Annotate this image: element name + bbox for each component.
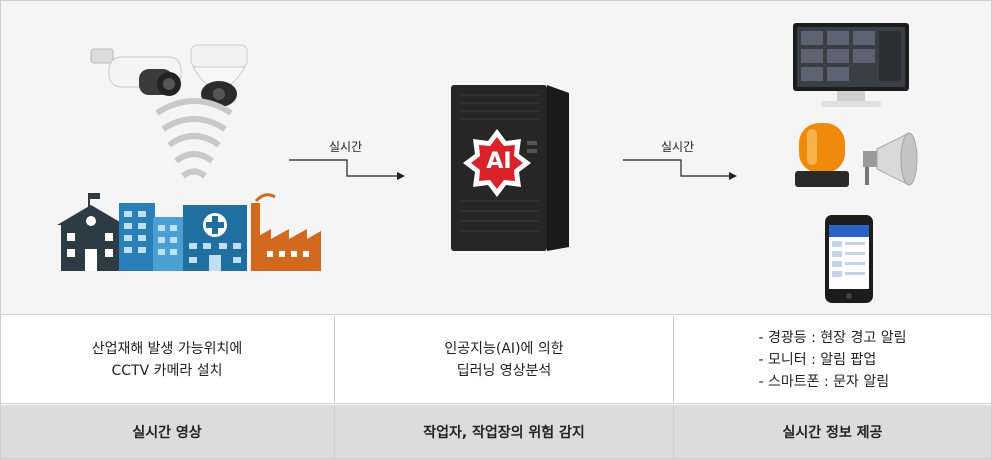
description-cell-ai: 인공지능(AI)에 의한 딥러닝 영상분석 (334, 316, 673, 403)
alert-bullet-item: - 모니터 : 알림 팝업 (758, 351, 877, 368)
illustration-panel: 실시간 AI 실시간 (1, 1, 991, 315)
ai-server-icon (451, 85, 569, 251)
column-title: 실시간 정보 제공 (782, 424, 883, 441)
description-line: 인공지능(AI)에 의한 (444, 340, 564, 357)
loudspeaker-icon (863, 132, 918, 186)
smartphone-icon (825, 215, 873, 303)
description-row: 산업재해 발생 가능위치에 CCTV 카메라 설치 인공지능(AI)에 의한 딥… (1, 316, 991, 404)
arrow-right-icon (623, 159, 737, 180)
title-cell-cctv: 실시간 영상 (1, 405, 333, 458)
wifi-signal-icon (155, 98, 233, 179)
ai-badge-label: AI (486, 149, 512, 174)
school-building-icon (57, 193, 321, 271)
warning-beacon-icon (795, 123, 849, 187)
title-row: 실시간 영상 작업자, 작업장의 위험 감지 실시간 정보 제공 (1, 405, 991, 458)
title-cell-alerts: 실시간 정보 제공 (673, 405, 991, 458)
arrow-right-icon (289, 159, 405, 180)
title-cell-ai: 작업자, 작업장의 위험 감지 (334, 405, 673, 458)
cctv-camera-icon (90, 44, 248, 107)
monitor-icon (793, 23, 909, 107)
alert-bullet-item: - 스마트폰 : 문자 알림 (758, 373, 890, 390)
arrow-1-label: 실시간 (329, 140, 363, 154)
column-title: 실시간 영상 (132, 424, 202, 441)
alert-bullet-list: - 경광등 : 현장 경고 알림 - 모니터 : 알림 팝업 - 스마트폰 : … (759, 327, 907, 393)
description-cell-cctv: 산업재해 발생 가능위치에 CCTV 카메라 설치 (1, 316, 333, 403)
description-line: 산업재해 발생 가능위치에 (91, 340, 243, 357)
alert-bullet-item: - 경광등 : 현장 경고 알림 (758, 329, 907, 346)
description-cell-alerts: - 경광등 : 현장 경고 알림 - 모니터 : 알림 팝업 - 스마트폰 : … (673, 316, 991, 403)
column-title: 작업자, 작업장의 위험 감지 (423, 424, 585, 441)
description-line: CCTV 카메라 설치 (111, 362, 223, 379)
arrow-2-label: 실시간 (661, 140, 695, 154)
description-line: 딥러닝 영상분석 (456, 362, 552, 379)
